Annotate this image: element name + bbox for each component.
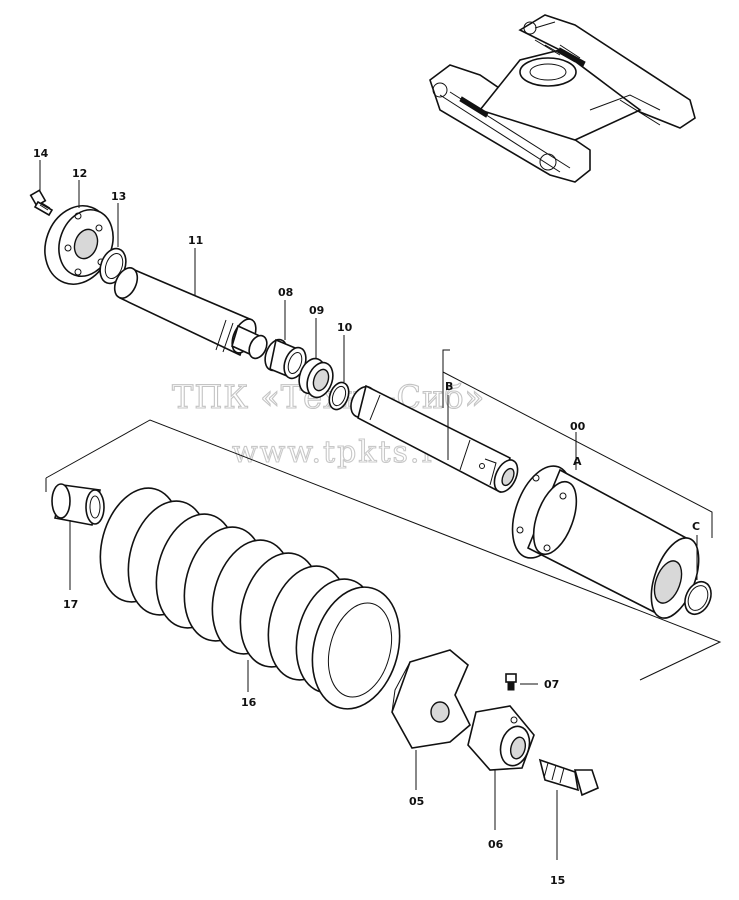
yoke-05 [391, 649, 471, 749]
shaft-11 [113, 266, 268, 360]
o-ring-c [684, 580, 712, 616]
callout-16: 16 [241, 696, 257, 709]
cylinder-rod [350, 384, 519, 494]
callout-11: 11 [188, 234, 203, 247]
callout-c: C [692, 520, 700, 533]
callout-12: 12 [72, 167, 87, 180]
bolt-14 [29, 189, 54, 217]
callout-10: 10 [337, 321, 353, 334]
spacer-17 [51, 483, 105, 526]
fitting-15 [538, 758, 599, 797]
callout-17: 17 [63, 598, 78, 611]
callout-b: B [445, 380, 453, 393]
callout-14: 14 [33, 147, 49, 160]
callout-15: 15 [550, 874, 565, 887]
callout-13: 13 [111, 190, 126, 203]
callout-09: 09 [309, 304, 324, 317]
snap-ring-10 [328, 381, 350, 411]
callout-06: 06 [488, 838, 504, 851]
callout-00: 00 [570, 420, 586, 433]
bearing-09 [298, 357, 334, 399]
coil-spring-16 [99, 487, 401, 710]
cylinder-00 [511, 465, 700, 619]
callout-05: 05 [409, 795, 424, 808]
undercarriage-thumbnail [429, 14, 696, 183]
flange-12 [44, 205, 114, 285]
callout-08: 08 [278, 286, 293, 299]
grease-nipple-07 [505, 673, 517, 691]
callout-a: A [573, 455, 582, 468]
hex-body-06 [467, 705, 535, 771]
callout-07: 07 [544, 678, 559, 691]
